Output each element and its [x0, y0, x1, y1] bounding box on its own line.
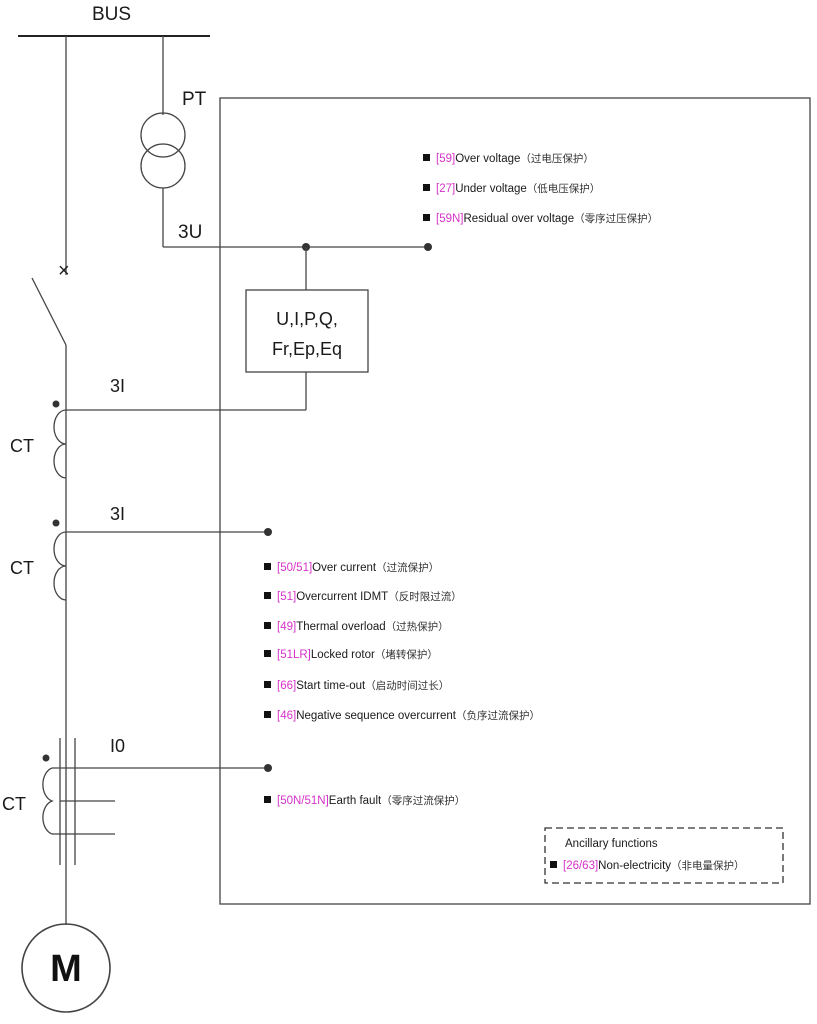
bullet-icon	[423, 214, 430, 221]
function-item: [66]Start time-out（启动时间过长）	[277, 679, 449, 692]
function-item: [27]Under voltage（低电压保护）	[436, 182, 600, 195]
function-item: [26/63]Non-electricity（非电量保护）	[563, 859, 745, 872]
pt-winding-upper	[140, 112, 186, 158]
pt-label: PT	[182, 89, 207, 110]
ct1-coil	[53, 409, 67, 479]
relay-enclosure	[219, 97, 811, 905]
motor-symbol	[21, 923, 111, 1013]
function-item: [49]Thermal overload（过热保护）	[277, 620, 449, 633]
ct1-polarity-dot	[52, 400, 60, 408]
ct3-coil	[42, 767, 54, 835]
function-item: [51LR]Locked rotor（堵转保护）	[277, 648, 438, 661]
bullet-icon	[264, 711, 271, 718]
motor-label: M	[50, 948, 82, 990]
current-3i-mid-label: 3I	[110, 504, 125, 524]
measure-line2: Fr,Ep,Eq	[272, 339, 342, 359]
function-item: [59N]Residual over voltage（零序过压保护）	[436, 212, 658, 225]
measure-line1: U,I,P,Q,	[276, 309, 338, 329]
ct3-polarity-dot	[42, 754, 50, 762]
earth-functions-list: [50N/51N]Earth fault（零序过流保护）	[264, 794, 465, 807]
bullet-icon	[264, 622, 271, 629]
bullet-icon	[264, 650, 271, 657]
measurement-box	[245, 289, 369, 373]
pt-winding-lower	[140, 143, 186, 189]
current-i0-label: I0	[110, 736, 125, 756]
ancillary-box	[544, 827, 784, 884]
bullet-icon	[264, 592, 271, 599]
bullet-icon	[423, 154, 430, 161]
function-item: [51]Overcurrent IDMT（反时限过流）	[277, 590, 462, 603]
bullet-icon	[264, 796, 271, 803]
function-item: [46]Negative sequence overcurrent（负序过流保护…	[277, 709, 540, 722]
bullet-icon	[264, 681, 271, 688]
ct2-polarity-dot	[52, 519, 60, 527]
bullet-icon	[550, 861, 557, 868]
voltage-functions-list: [59]Over voltage（过电压保护） [27]Under voltag…	[423, 152, 658, 225]
function-item: [50/51]Over current（过流保护）	[277, 561, 439, 574]
isolator-cross-icon: ×	[58, 260, 70, 282]
ct-bottom-label: CT	[2, 794, 26, 814]
bullet-icon	[264, 563, 271, 570]
bus-label: BUS	[92, 4, 131, 25]
bullet-icon	[423, 184, 430, 191]
ct2-coil	[53, 531, 67, 601]
breaker-blade	[31, 277, 67, 346]
function-item: [59]Over voltage（过电压保护）	[436, 152, 594, 165]
voltage-terminal-dot	[424, 243, 432, 251]
ct-top-label: CT	[10, 436, 34, 456]
current-terminal-dot	[264, 528, 272, 536]
voltage-3u-label: 3U	[178, 222, 202, 243]
earth-terminal-dot	[264, 764, 272, 772]
current-3i-top-label: 3I	[110, 376, 125, 396]
ancillary-title: Ancillary functions	[565, 838, 658, 850]
current-functions-list: [50/51]Over current（过流保护） [51]Overcurren…	[264, 561, 540, 722]
ct-mid-label: CT	[10, 558, 34, 578]
function-item: [50N/51N]Earth fault（零序过流保护）	[277, 794, 465, 807]
